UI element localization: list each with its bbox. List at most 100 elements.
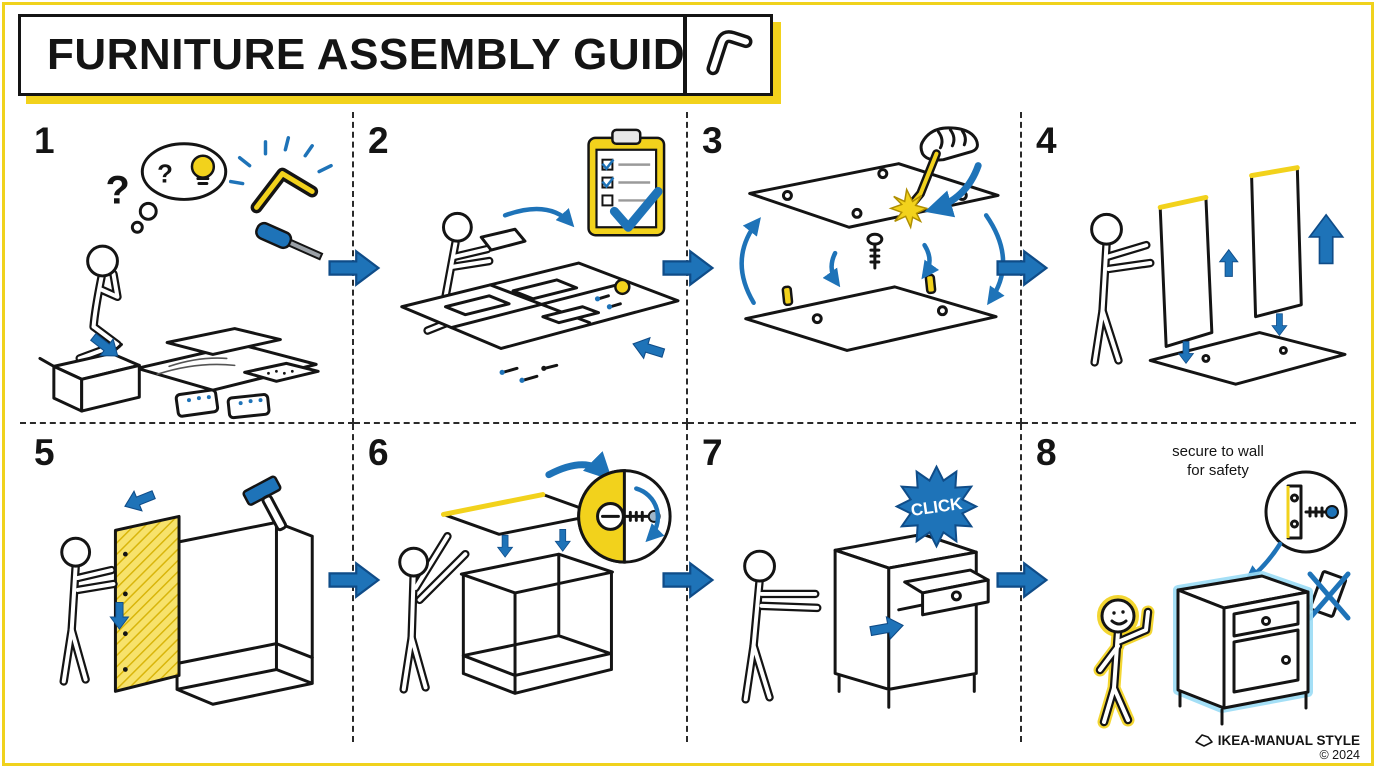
panel-1-illustration: ? ? (38, 136, 333, 420)
side-panel-held (1157, 194, 1214, 348)
side-panel-standing (1249, 165, 1303, 319)
panel-number: 7 (702, 432, 723, 473)
next-step-arrow (996, 250, 1048, 286)
brand-text: IKEA-MANUAL STYLE (1217, 732, 1360, 748)
person-lifting (1090, 212, 1155, 367)
zoom-arrow (545, 451, 613, 481)
cabinet-frame (175, 520, 314, 706)
starburst (888, 187, 929, 230)
steps-grid: 1 ? ? (20, 112, 1356, 742)
panel-6-illustration (398, 451, 672, 695)
top-board (748, 162, 1000, 229)
panel-2: 2 (354, 112, 688, 424)
panel-number: 5 (34, 432, 55, 473)
base-board (1148, 331, 1347, 386)
layout-mat (400, 261, 680, 350)
sort-arrow (629, 333, 667, 364)
push-arrow (120, 484, 159, 517)
allen-key-icon (705, 30, 752, 76)
person-thumbs-up (1093, 595, 1155, 729)
panel-1: 1 ? ? (20, 112, 354, 424)
thought-bubble: ? (130, 142, 228, 234)
small-align-arrow (921, 242, 940, 280)
panel-2-illustration (400, 128, 680, 383)
person-attaching (59, 536, 118, 686)
drawer (903, 568, 990, 617)
next-step-arrow (328, 562, 380, 598)
safety-note-line1: secure to wall (1172, 443, 1264, 460)
bubble-question-mark: ? (157, 161, 173, 189)
panel-6: 6 (354, 424, 688, 742)
panel-8: 8 secure to wall for safety (1022, 424, 1356, 742)
finished-nightstand (1173, 571, 1313, 726)
panel-number: 3 (702, 120, 723, 161)
next-step-arrow (662, 250, 714, 286)
dowel (924, 273, 937, 295)
checklist-clipboard (587, 128, 666, 237)
align-arrow-left (739, 217, 761, 306)
next-step-arrow (662, 562, 714, 598)
brand-logo-icon (1194, 734, 1213, 747)
big-up-arrow (1308, 214, 1344, 265)
panel-5: 5 (20, 424, 354, 742)
big-check-icon (609, 187, 663, 232)
panel-4: 4 (1022, 112, 1356, 424)
panel-number: 2 (368, 120, 389, 161)
small-up-arrow (1219, 249, 1239, 277)
hardware-bags (174, 388, 271, 420)
tape-roll (614, 278, 631, 296)
cam-lock-detail (577, 469, 672, 564)
hammer-icon (242, 475, 288, 532)
screws (594, 294, 622, 310)
sparkle-rays (228, 136, 333, 186)
title-box: FURNITURE ASSEMBLY GUIDE (18, 14, 715, 96)
header: FURNITURE ASSEMBLY GUIDE (18, 14, 773, 96)
board-in-hands (479, 227, 527, 252)
rotate-arrow (634, 486, 665, 543)
question-mark: ? (106, 168, 130, 212)
no-tipping-icon (1307, 570, 1351, 621)
person-pushing-drawer (741, 549, 822, 704)
click-starburst: CLICK (894, 464, 979, 549)
panel-7: 7 CLICK (688, 424, 1022, 742)
place-arrow (502, 206, 575, 228)
flat-pack-boards (135, 327, 320, 392)
panel-4-illustration (1090, 165, 1347, 386)
small-align-arrow (822, 250, 841, 288)
back-panel (113, 514, 181, 693)
allen-key-icon (250, 167, 319, 214)
panel-3: 3 (688, 112, 1022, 424)
smiling-face (1110, 610, 1128, 626)
dowel (781, 285, 794, 307)
panel-8-illustration: secure to wall for safety (1093, 443, 1351, 729)
screw (866, 232, 884, 270)
cardboard-box (38, 328, 141, 413)
down-arrow (554, 528, 571, 552)
align-arrow-right (983, 213, 1006, 306)
screwdriver-icon (255, 221, 324, 261)
person-placing-top (398, 532, 470, 694)
page-title: FURNITURE ASSEMBLY GUIDE (47, 30, 716, 79)
down-arrow (1271, 313, 1288, 336)
cabinet (833, 532, 978, 709)
panel-number: 8 (1036, 432, 1057, 473)
panel-3-illustration (739, 126, 1006, 352)
tool-box (685, 14, 773, 96)
safety-note-line2: for safety (1187, 462, 1249, 479)
drive-arrow (924, 162, 982, 218)
panel-number: 4 (1036, 120, 1057, 161)
person-thinking (75, 244, 122, 363)
bottom-board (744, 273, 998, 352)
panel-5-illustration (59, 475, 314, 706)
down-arrow (497, 534, 513, 558)
panel-number: 6 (368, 432, 389, 473)
next-step-arrow (996, 562, 1048, 598)
footer: IKEA-MANUAL STYLE © 2024 (1194, 732, 1360, 762)
panel-number: 1 (34, 120, 55, 161)
wall-anchor-detail (1264, 470, 1348, 554)
next-step-arrow (328, 250, 380, 286)
panel-7-illustration: CLICK (741, 464, 990, 709)
lightbulb-icon (190, 154, 216, 186)
copyright-text: © 2024 (1319, 748, 1361, 762)
cabinet-frame (459, 552, 614, 695)
